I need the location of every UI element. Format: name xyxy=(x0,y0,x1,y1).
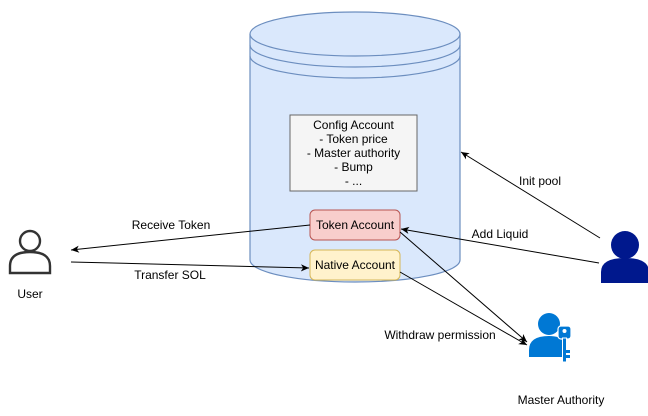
cylinder-ring-1 xyxy=(249,44,461,68)
native-account-label: Native Account xyxy=(315,258,396,272)
config-line-2: - Token price xyxy=(319,132,388,146)
edge-native-to-master xyxy=(399,271,528,346)
edge-init-pool xyxy=(460,151,601,239)
person-icon[interactable] xyxy=(601,231,648,283)
config-account-box[interactable]: Config Account - Token price - Master au… xyxy=(289,114,418,192)
config-line-1: Config Account xyxy=(313,118,394,132)
edge-transfer-sol xyxy=(70,261,310,272)
edge-add-liquid xyxy=(400,226,600,264)
edge-label-withdraw-permission: Withdraw permission xyxy=(384,328,495,342)
user-icon[interactable] xyxy=(8,229,52,275)
token-account-label: Token Account xyxy=(316,218,395,232)
edge-label-transfer-sol: Transfer SOL xyxy=(134,268,206,282)
master-authority-label: Master Authority xyxy=(518,393,605,407)
edge-label-add-liquid: Add Liquid xyxy=(472,227,529,241)
cylinder-top xyxy=(249,11,461,57)
edge-receive-token xyxy=(70,224,311,253)
config-line-5: - ... xyxy=(345,174,362,188)
person-key-icon[interactable] xyxy=(529,313,572,363)
config-line-3: - Master authority xyxy=(307,146,400,160)
token-account-box[interactable]: Token Account xyxy=(309,209,401,241)
edge-label-receive-token: Receive Token xyxy=(132,218,211,232)
edge-token-to-master xyxy=(399,231,528,343)
native-account-box[interactable]: Native Account xyxy=(309,249,401,281)
config-line-4: - Bump xyxy=(334,160,373,174)
edge-label-init-pool: Init pool xyxy=(519,174,561,188)
user-label: User xyxy=(17,287,42,301)
cylinder-ring-2 xyxy=(249,55,461,79)
